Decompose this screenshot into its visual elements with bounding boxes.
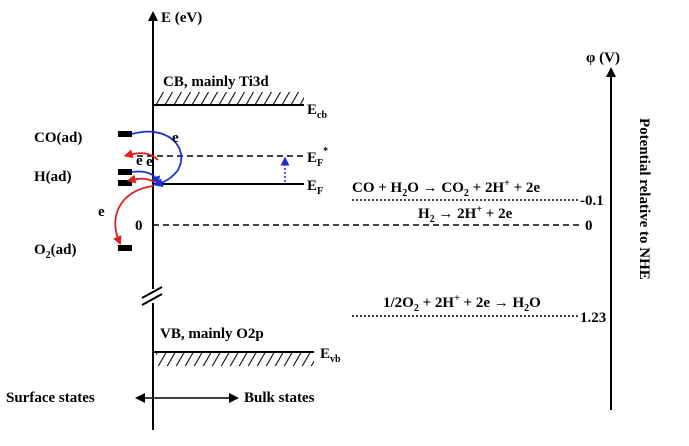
cb-hatch [156,92,304,105]
reaction-o2-reduction: 1/2O2 + 2H+ + 2e → H2O [383,293,541,314]
vb-hatch [156,353,314,366]
ef-star-label: EF* [307,146,328,169]
vb-label: VB, mainly O2p [160,326,264,342]
co-ad-state [118,131,132,137]
blue-arrow-h-to-ef [131,170,161,186]
o2-ad-state [118,245,132,251]
axis-break-mark-1 [141,286,163,299]
red-arrow-ef-to-co [123,149,159,161]
o2-ad-label: O2(ad) [34,242,77,261]
axis-break-gap [140,289,166,303]
potential-tick-1-23: 1.23 [580,310,606,326]
surface-states-label: Surface states [6,390,95,406]
electron-label-3: e [146,154,153,170]
reaction-co-oxidation: CO + H2O → CO2 + 2H+ + 2e [352,178,540,199]
bulk-states-label: Bulk states [244,390,315,406]
potential-tick-minus-0-1: -0.1 [580,193,604,209]
cb-label: CB, mainly Ti3d [163,74,269,90]
electron-label-2: e [136,153,143,169]
zero-label-left: 0 [135,218,143,234]
electron-label-4: e [98,204,105,220]
energy-axis-label: E (eV) [161,10,202,26]
h-ad-state-lower [118,180,132,186]
axis-break-mark-2 [141,293,163,306]
electron-label-1: e [172,130,179,146]
red-arrow-ef-to-o2 [113,185,154,246]
blue-arrow-co-to-ef [131,130,183,188]
ecb-label: Ecb [307,102,327,121]
potential-axis-label: φ (V) [586,50,620,66]
reaction-h2-oxidation: H2 → 2H+ + 2e [418,204,513,225]
red-arrow-ef-to-h [126,174,156,184]
evb-label: Evb [320,346,341,365]
h-ad-state-upper [118,169,132,175]
ef-label: EF [307,178,323,197]
co-ad-label: CO(ad) [34,130,82,146]
h-ad-label: H(ad) [34,169,72,185]
potential-axis-side-label: Potential relative to NHE [636,118,652,280]
potential-tick-0: 0 [585,218,593,234]
